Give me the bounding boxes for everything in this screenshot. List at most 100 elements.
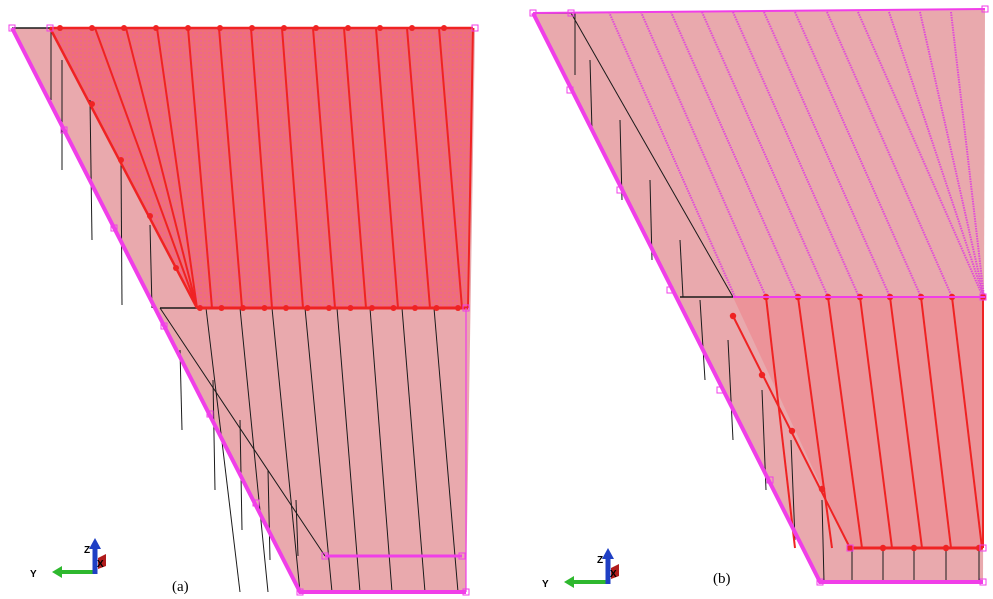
boundary-node — [529, 9, 537, 17]
x-axis-arrow — [98, 554, 106, 569]
panel-b-caption: (b) — [713, 571, 731, 587]
mesh-line — [89, 99, 93, 241]
boundary-node — [666, 286, 674, 294]
mesh-line — [826, 11, 953, 298]
panel-a-boundary-nodes — [8, 24, 479, 596]
node — [729, 312, 737, 320]
node — [261, 305, 268, 311]
panel-a-caption: (a) — [172, 579, 189, 595]
y-axis-label: Y — [542, 579, 549, 590]
mesh-line — [763, 11, 891, 298]
node — [441, 25, 447, 31]
selected-edge — [859, 296, 893, 549]
node — [377, 25, 383, 31]
x-axis-label: X — [610, 569, 617, 580]
y-axis-label: Y — [30, 569, 37, 580]
node — [240, 305, 246, 311]
selected-edge — [920, 296, 952, 549]
selected-right-edge — [467, 27, 474, 309]
node — [409, 25, 415, 31]
selected-edge — [827, 296, 863, 549]
node — [326, 305, 332, 311]
node — [153, 25, 159, 31]
selected-edge — [889, 296, 923, 549]
panel-b-mesh-lines — [574, 11, 985, 583]
node — [217, 25, 223, 31]
selected-edge — [281, 27, 304, 309]
node — [433, 305, 440, 311]
z-arrowhead — [602, 548, 614, 559]
x-axis-arrow — [611, 564, 619, 579]
node — [57, 25, 63, 31]
mesh-line — [295, 499, 299, 557]
node — [173, 265, 179, 271]
mesh-line — [640, 11, 767, 298]
mesh-line — [919, 11, 985, 298]
panel-b: Z X Y (b) — [529, 5, 989, 590]
boundary-node — [846, 544, 854, 552]
node — [975, 544, 983, 552]
node — [304, 305, 311, 311]
panel-b-axis-triad: Z X Y — [542, 548, 619, 590]
selected-edge — [438, 27, 463, 309]
panel-b-chamfer-upper — [570, 12, 734, 298]
node — [281, 25, 287, 31]
z-axis-label: Z — [597, 555, 603, 566]
boundary-node — [616, 186, 624, 194]
panel-a-chamfer-edge — [159, 307, 326, 557]
boundary-node — [981, 5, 989, 13]
boundary-node — [979, 293, 987, 301]
z-axis-label: Z — [84, 545, 90, 556]
boundary-node — [206, 410, 214, 418]
boundary-node — [462, 588, 470, 596]
node — [347, 305, 354, 311]
boundary-node — [979, 544, 987, 552]
node — [249, 25, 255, 31]
mesh-line — [821, 499, 825, 583]
boundary-node — [296, 588, 304, 596]
panel-a-boundary — [10, 27, 466, 594]
mesh-line — [589, 59, 593, 131]
boundary-node — [252, 499, 260, 507]
mesh-line — [608, 11, 736, 298]
selected-edge — [250, 27, 273, 309]
node — [147, 213, 153, 219]
mesh-line — [369, 307, 393, 593]
mesh-line — [179, 349, 183, 431]
node — [121, 25, 127, 31]
panel-a-axis-triad: Z X Y — [30, 538, 106, 580]
boundary-node — [110, 224, 118, 232]
panel-b-selected-region — [733, 297, 983, 548]
boundary-node — [462, 304, 470, 312]
selected-edge — [797, 296, 833, 549]
node — [89, 101, 95, 107]
panel-b-boundary-nodes — [529, 5, 989, 586]
boundary-node — [566, 86, 574, 94]
node — [412, 305, 418, 311]
mesh-line — [212, 379, 216, 491]
mesh-line — [401, 307, 426, 593]
mesh-line — [790, 439, 796, 541]
mesh-line — [857, 11, 984, 298]
panel-a-selected-edges — [48, 25, 474, 311]
selected-edge — [94, 27, 198, 309]
selected-edge — [375, 27, 399, 309]
selected-edge — [218, 27, 243, 309]
boundary-node — [567, 9, 575, 17]
mesh-line — [950, 11, 985, 298]
selected-edge — [343, 27, 367, 309]
mesh-line — [304, 307, 333, 593]
node — [283, 305, 289, 311]
panel-b-top-boundary — [532, 8, 986, 14]
node — [390, 305, 397, 311]
selected-edge — [156, 27, 198, 309]
node — [197, 305, 203, 311]
node — [345, 25, 351, 31]
node — [846, 544, 854, 552]
x-axis-label: X — [97, 559, 104, 570]
mesh-line — [727, 339, 734, 441]
mesh-line — [701, 11, 829, 298]
boundary-node — [46, 24, 54, 32]
boundary-node — [716, 386, 724, 394]
